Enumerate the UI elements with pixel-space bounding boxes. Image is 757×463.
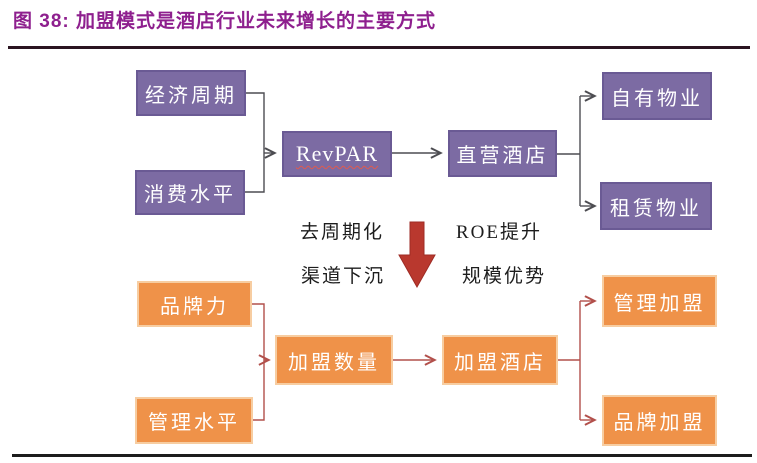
node-direct-hotel-label: 直营酒店 xyxy=(456,145,549,167)
figure-bottom-rule xyxy=(12,454,752,457)
down-arrow-icon xyxy=(398,221,436,289)
node-brand-power-label: 品牌力 xyxy=(160,295,229,318)
node-leased-property-label: 租赁物业 xyxy=(610,197,702,220)
node-leased-property: 租赁物业 xyxy=(600,182,712,230)
node-owned-property: 自有物业 xyxy=(602,72,712,120)
node-economic-cycle: 经济周期 xyxy=(136,70,246,116)
node-brand-franchise-label: 品牌加盟 xyxy=(613,412,706,434)
annotation-roe-improvement: ROE提升 xyxy=(456,222,543,243)
node-consumption-level: 消费水平 xyxy=(135,170,245,215)
node-owned-property-label: 自有物业 xyxy=(611,87,703,110)
figure-title: 图 38: 加盟模式是酒店行业未来增长的主要方式 xyxy=(13,11,437,32)
node-management-level-label: 管理水平 xyxy=(148,412,240,434)
node-revpar: RevPAR xyxy=(282,131,392,177)
node-revpar-label: RevPAR xyxy=(295,141,379,166)
node-consumption-level-label: 消费水平 xyxy=(144,184,236,206)
annotation-channel-sinking: 渠道下沉 xyxy=(301,266,386,287)
node-franchise-count-label: 加盟数量 xyxy=(288,351,380,374)
node-economic-cycle-label: 经济周期 xyxy=(145,84,237,107)
node-direct-hotel: 直营酒店 xyxy=(448,130,557,177)
node-brand-franchise: 品牌加盟 xyxy=(602,395,717,446)
node-franchise-hotel-label: 加盟酒店 xyxy=(454,351,546,374)
annotation-decyclicalization: 去周期化 xyxy=(300,222,385,243)
node-management-franchise-label: 管理加盟 xyxy=(613,292,706,315)
node-brand-power: 品牌力 xyxy=(137,281,252,327)
title-underline xyxy=(8,46,750,49)
node-franchise-hotel: 加盟酒店 xyxy=(442,335,558,385)
node-management-franchise: 管理加盟 xyxy=(602,275,717,327)
node-management-level: 管理水平 xyxy=(135,397,253,444)
node-franchise-count: 加盟数量 xyxy=(275,335,393,385)
annotation-scale-advantage: 规模优势 xyxy=(462,266,547,287)
